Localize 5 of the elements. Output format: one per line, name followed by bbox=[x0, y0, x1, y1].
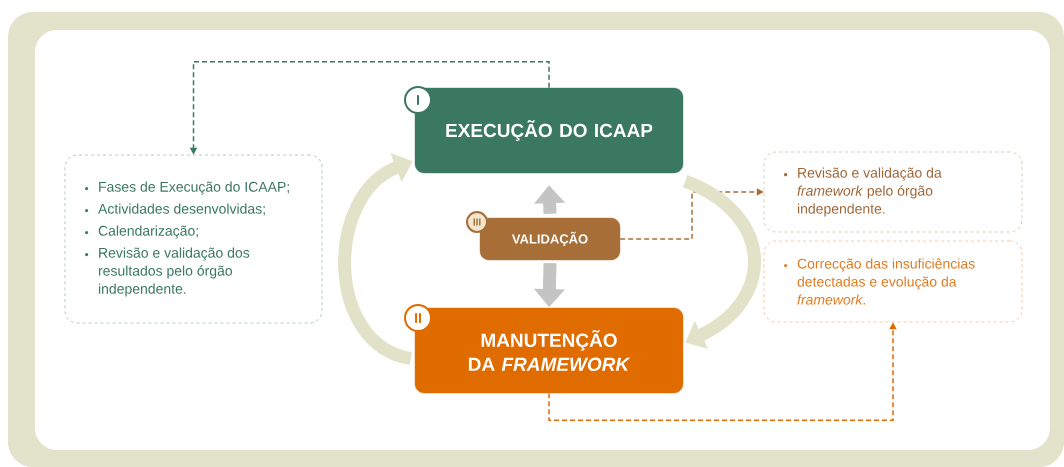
arrow bbox=[338, 153, 413, 365]
dashed-note-box: Revisão e validação da framework pelo órgão independente. bbox=[763, 151, 1023, 233]
arrow bbox=[682, 175, 761, 349]
dashed-note-box: Fases de Execução do ICAAP; Actividades desenvolvidas; Calendarização; Revisão e validação dos resultados pelo órgão independente. bbox=[64, 154, 323, 324]
dashed-note-box: Correcção das insuficiências detectadas e evolução da framework. bbox=[763, 240, 1023, 323]
